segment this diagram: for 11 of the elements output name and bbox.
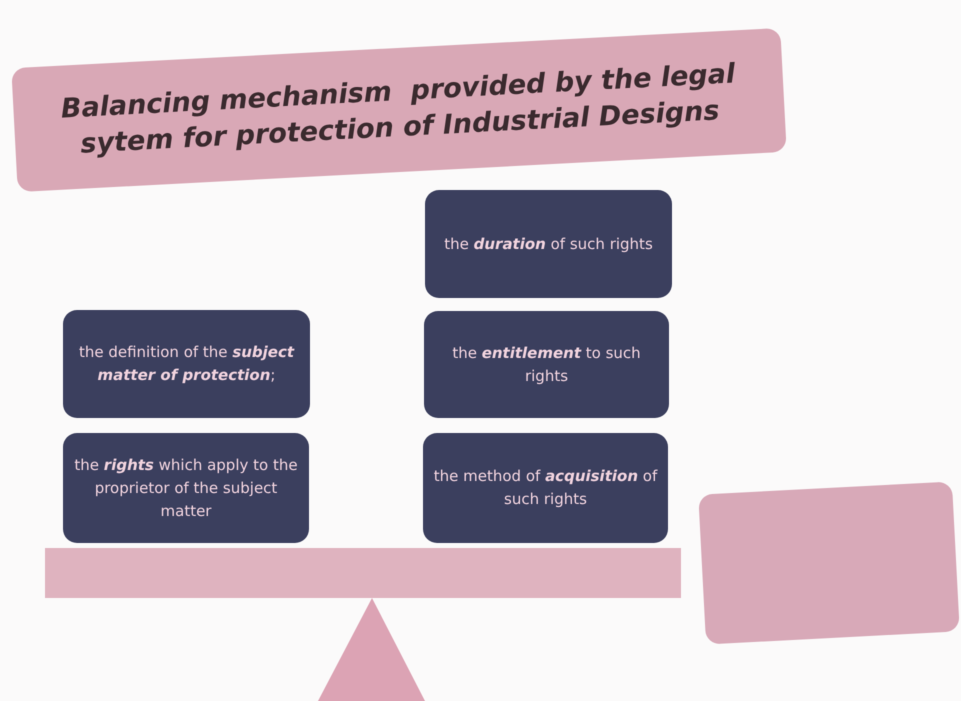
text-box xyxy=(63,433,309,543)
text-box xyxy=(423,433,668,543)
text-box xyxy=(425,190,672,298)
text-box xyxy=(63,310,310,418)
box-text: the definition of the subject matter of protection; xyxy=(78,342,296,386)
box-text: the entitlement to such rights xyxy=(451,342,642,386)
text-box xyxy=(424,311,669,418)
box-text: the method of acquisition of such rights xyxy=(432,466,658,510)
box-text: the rights which apply to the proprietor of the subject matter xyxy=(73,454,299,522)
box-text: the duration of such rights xyxy=(443,234,654,254)
title-text: Balancing mechanism provided by the legal sytem for protection of Industrial Designs xyxy=(59,57,737,162)
